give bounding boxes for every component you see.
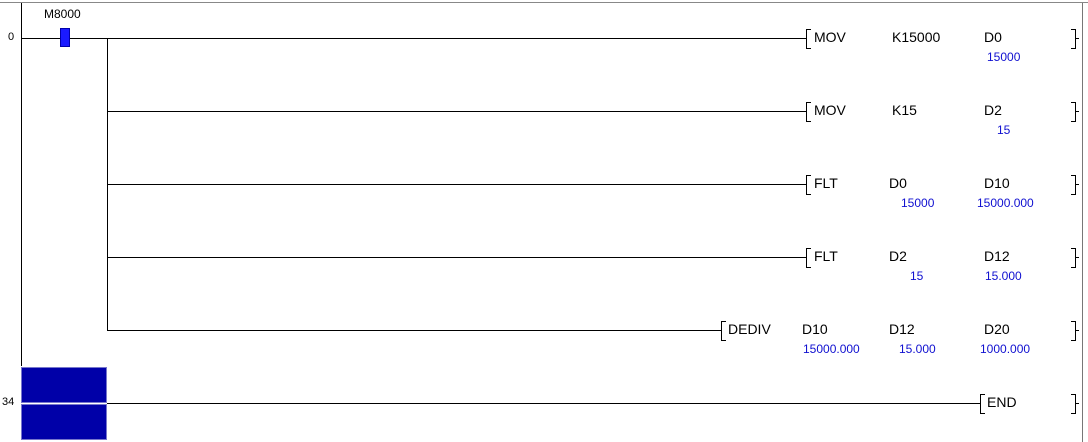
operand-source2[interactable]: D12 <box>889 321 915 337</box>
branch-wire <box>107 111 806 112</box>
operand-source[interactable]: D0 <box>889 175 907 191</box>
operand-dest[interactable]: D12 <box>984 248 1010 264</box>
monitor-value: 15000 <box>987 50 1021 64</box>
instruction-bracket-close <box>1071 102 1079 122</box>
editor-cursor-lower[interactable] <box>21 404 107 440</box>
contact-label-m8000: M8000 <box>44 7 81 21</box>
operand-dest[interactable]: D20 <box>984 321 1010 337</box>
rung-wire <box>22 38 60 39</box>
rung-wire <box>107 403 980 404</box>
editor-cursor[interactable] <box>21 367 107 403</box>
monitor-value: 1000.000 <box>980 342 1031 356</box>
operand-dest[interactable]: D2 <box>984 102 1002 118</box>
instruction-mnemonic[interactable]: FLT <box>814 175 838 191</box>
instruction-bracket-close <box>1071 321 1079 341</box>
instruction-bracket-open <box>803 102 811 122</box>
monitor-value: 15 <box>997 123 1011 137</box>
branch-wire <box>107 330 721 331</box>
monitor-value: 15.000 <box>899 342 936 356</box>
top-border <box>0 2 1088 3</box>
branch-wire <box>107 257 806 258</box>
operand-dest[interactable]: D0 <box>984 29 1002 45</box>
operand-source[interactable]: D2 <box>889 248 907 264</box>
branch-wire <box>107 184 806 185</box>
instruction-bracket-open <box>803 175 811 195</box>
instruction-bracket-open <box>718 321 726 341</box>
instruction-bracket-open <box>803 29 811 49</box>
monitor-value: 15000.000 <box>803 342 860 356</box>
operand-source[interactable]: K15 <box>892 102 917 118</box>
left-power-rail <box>21 3 22 366</box>
step-number-34: 34 <box>2 396 15 408</box>
instruction-bracket-close <box>1071 248 1079 268</box>
operand-source1[interactable]: D10 <box>802 321 828 337</box>
contact-m8000[interactable] <box>60 28 70 47</box>
instruction-bracket-open <box>977 394 985 414</box>
instruction-mnemonic[interactable]: MOV <box>814 29 846 45</box>
operand-source[interactable]: K15000 <box>892 29 941 45</box>
operand-dest[interactable]: D10 <box>984 175 1010 191</box>
monitor-value: 15.000 <box>985 269 1022 283</box>
instruction-mnemonic[interactable]: FLT <box>814 248 838 264</box>
instruction-mnemonic[interactable]: DEDIV <box>728 321 771 337</box>
instruction-mnemonic[interactable]: MOV <box>814 102 846 118</box>
rung-wire <box>70 38 806 39</box>
right-power-rail <box>1082 3 1083 442</box>
end-instruction[interactable]: END <box>987 394 1017 410</box>
instruction-bracket-close <box>1071 394 1079 414</box>
instruction-bracket-open <box>803 248 811 268</box>
instruction-bracket-close <box>1071 175 1079 195</box>
monitor-value: 15000 <box>901 196 935 210</box>
step-number-0: 0 <box>8 31 15 43</box>
instruction-bracket-close <box>1071 29 1079 49</box>
monitor-value: 15 <box>910 269 924 283</box>
monitor-value: 15000.000 <box>977 196 1034 210</box>
